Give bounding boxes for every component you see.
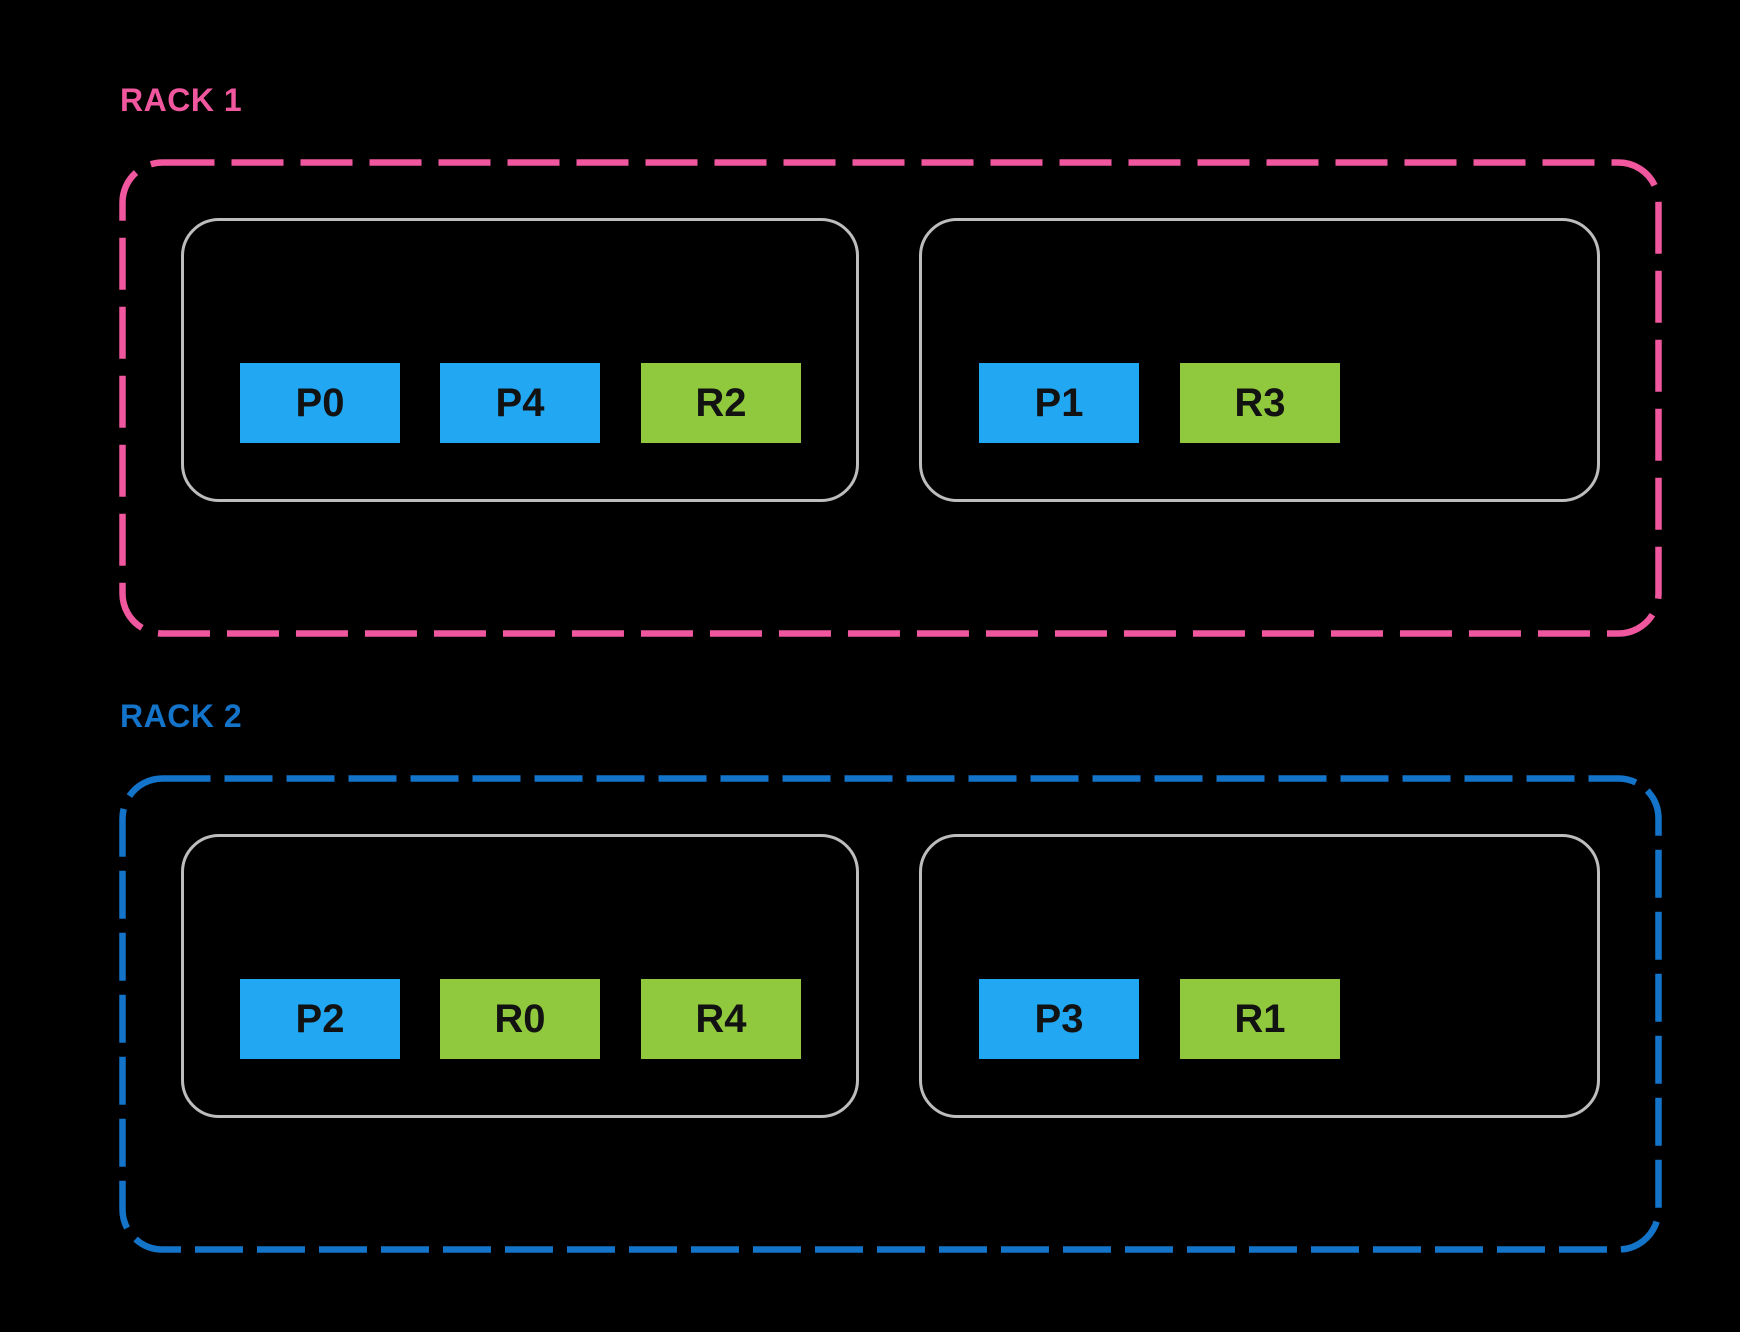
chip-r1: R1 (1180, 979, 1340, 1059)
chip-p4: P4 (440, 363, 600, 443)
chip-r2: R2 (641, 363, 801, 443)
chip-p2: P2 (240, 979, 400, 1059)
chip-p0: P0 (240, 363, 400, 443)
rack-2-title: RACK 2 (120, 698, 243, 734)
chip-p3: P3 (979, 979, 1139, 1059)
rack-2-host-1: P2 R0 R4 (181, 834, 859, 1118)
rack-1-boundary (119, 159, 1662, 637)
chip-p1: P1 (979, 363, 1139, 443)
rack-2-boundary (119, 775, 1662, 1253)
rack-1-host-2: P1 R3 (919, 218, 1600, 502)
chip-r3: R3 (1180, 363, 1340, 443)
rack-1-title: RACK 1 (120, 82, 243, 118)
chip-r0: R0 (440, 979, 600, 1059)
rack-2-host-2: P3 R1 (919, 834, 1600, 1118)
rack-1-host-1: P0 P4 R2 (181, 218, 859, 502)
chip-r4: R4 (641, 979, 801, 1059)
